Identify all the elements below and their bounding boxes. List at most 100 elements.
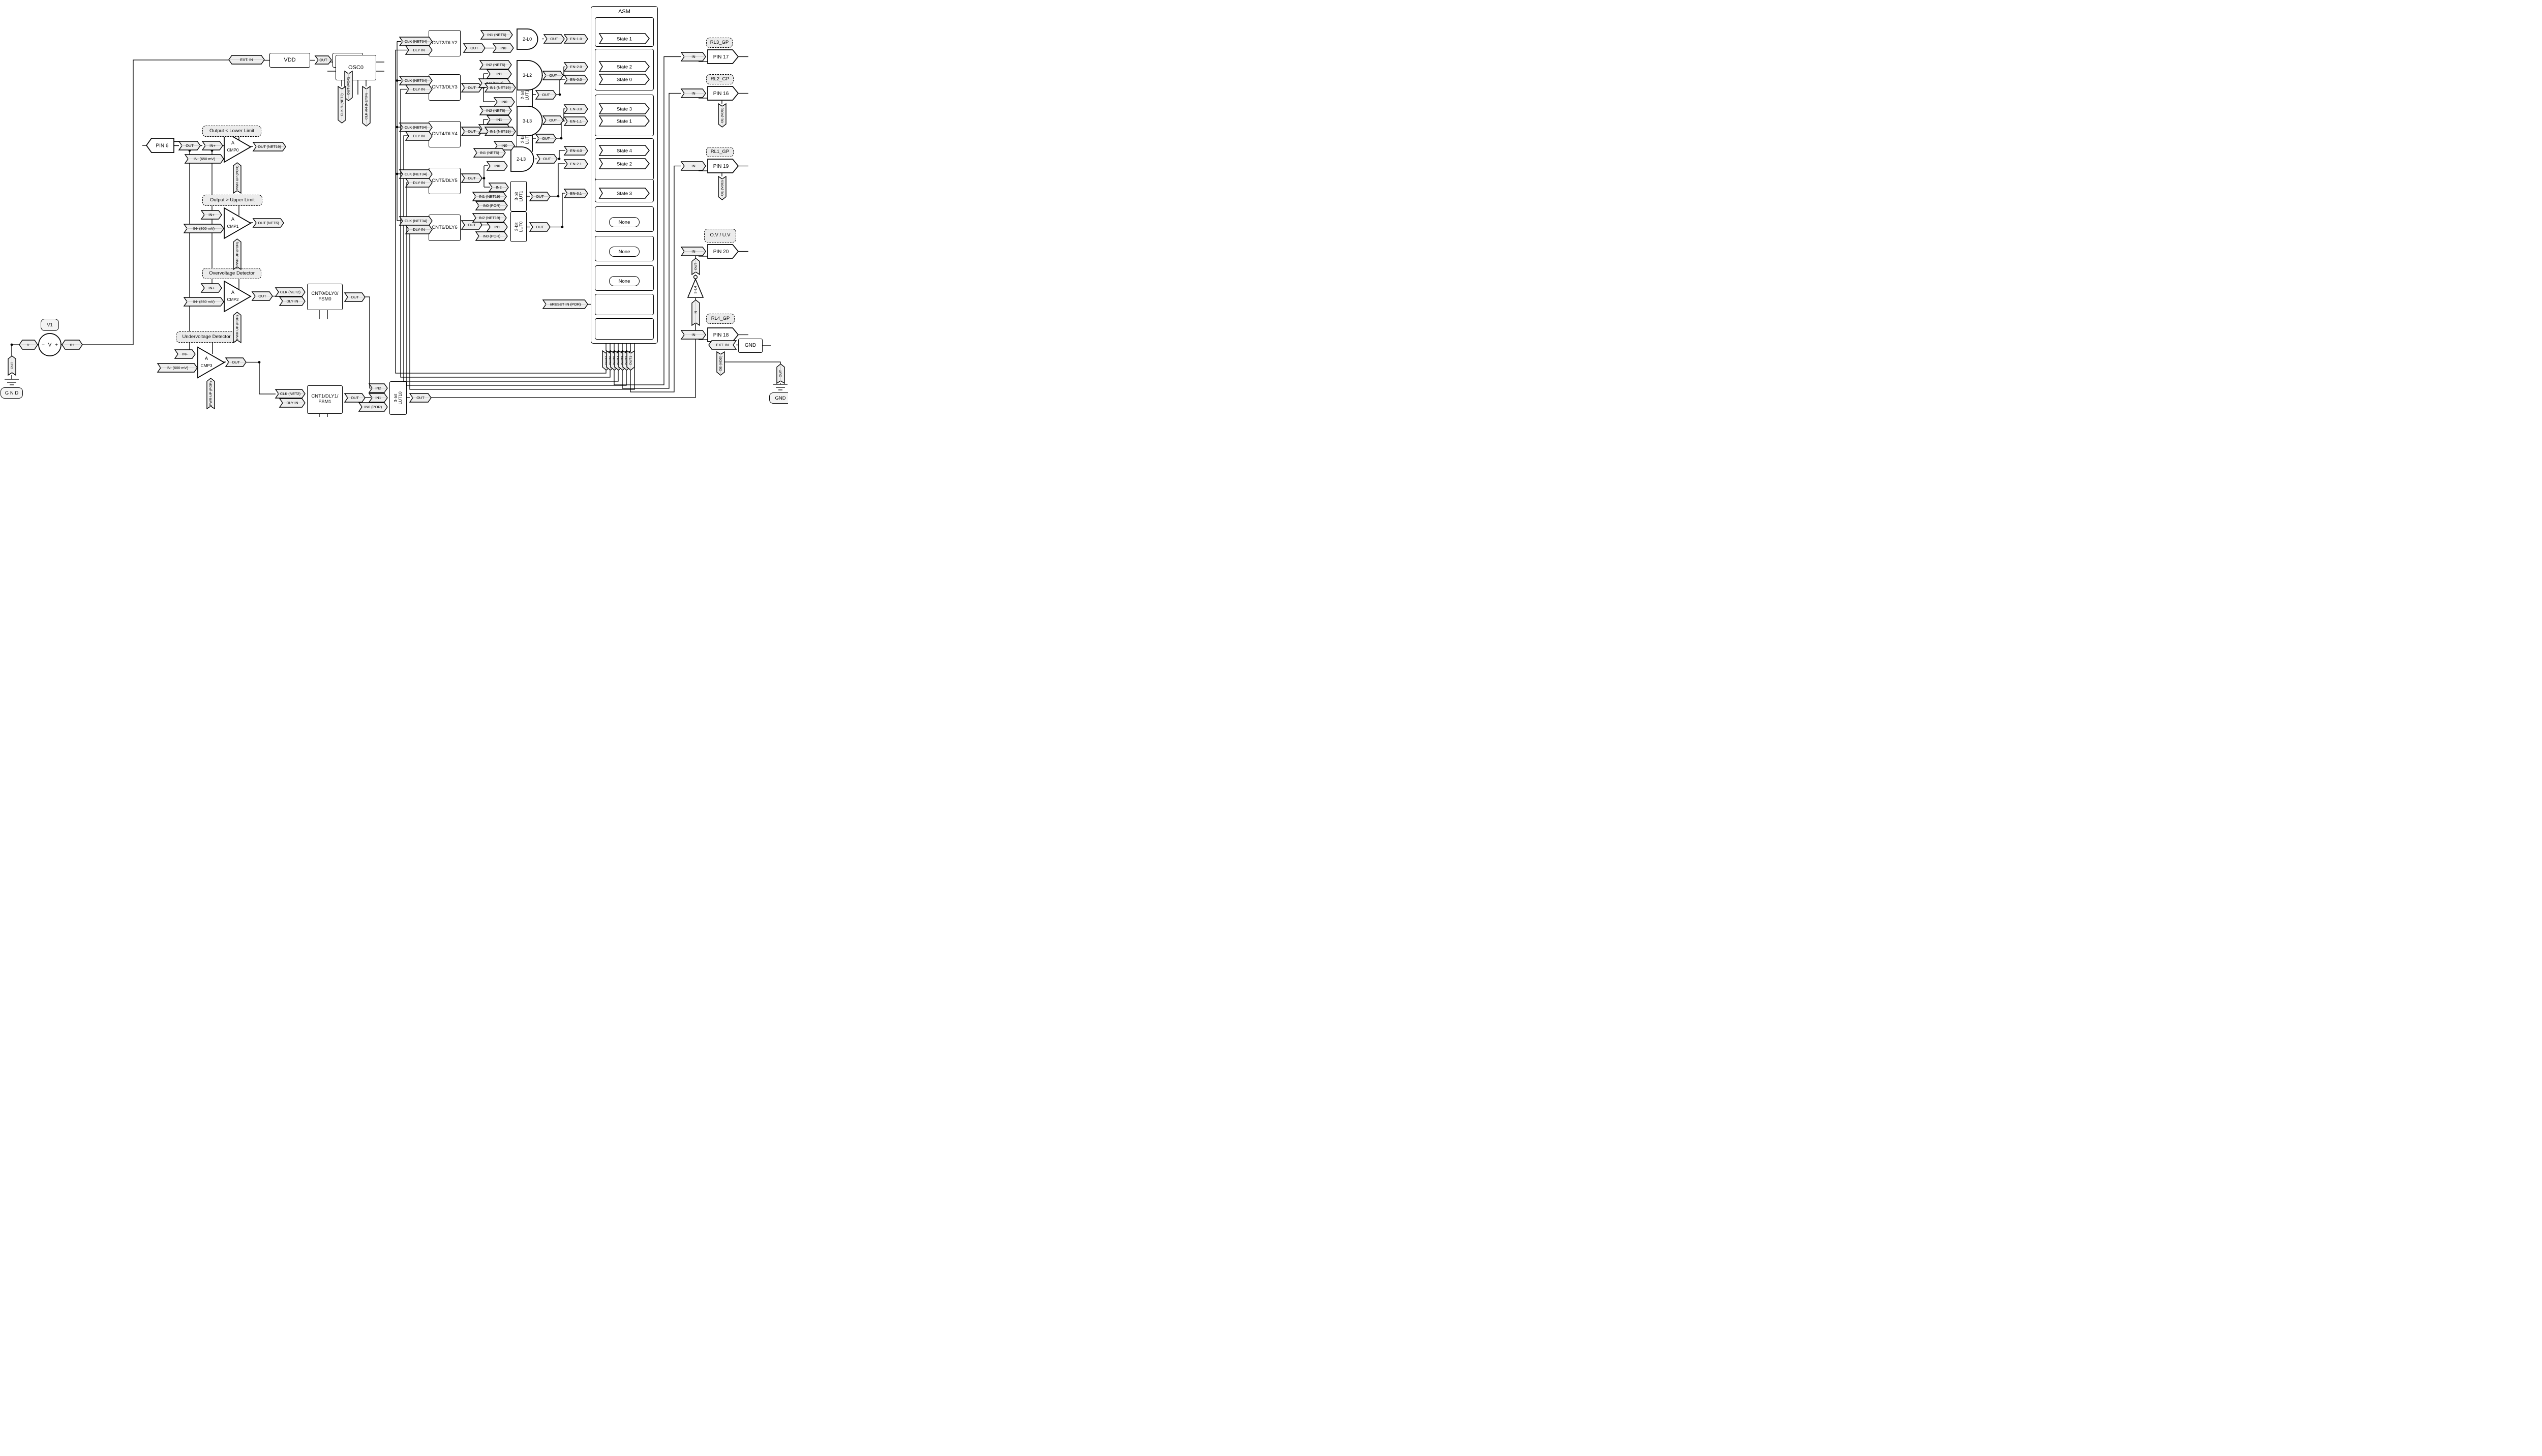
- 2l3-in0-tag[interactable]: IN0: [486, 161, 508, 171]
- gnd-right-out-tag[interactable]: OUT: [776, 363, 785, 384]
- cmp2-pwr-up-tag[interactable]: PWR UP (POR): [232, 312, 241, 344]
- en-3-1-tag[interactable]: EN-3.1: [563, 188, 588, 198]
- lut0-in0-tag[interactable]: IN0 (POR): [475, 231, 508, 241]
- asm-out1-tag[interactable]: OUT1: [626, 350, 635, 371]
- lut10-in0-tag[interactable]: IN0 (POR): [358, 402, 388, 412]
- pin19-oe-tag[interactable]: OE (VDD): [717, 175, 727, 200]
- pin18-in-tag[interactable]: IN: [680, 330, 706, 340]
- cnt6-block[interactable]: CNT6/DLY6: [429, 215, 461, 241]
- en-1-0-tag[interactable]: EN-1.0: [563, 34, 588, 44]
- 3lut1-in2-tag[interactable]: IN2: [488, 182, 509, 192]
- pin16-in-tag[interactable]: IN: [680, 88, 706, 98]
- callout-ov-uv[interactable]: O.V / U.V: [704, 229, 736, 242]
- callout-upper-limit[interactable]: Output > Upper Limit: [202, 195, 262, 206]
- cnt5-clk-tag[interactable]: CLK (NET34): [399, 169, 433, 179]
- pin18-oe-tag[interactable]: OE (VDD): [716, 351, 725, 376]
- ext-in-top-tag[interactable]: EXT. IN: [228, 55, 265, 65]
- cnt4-dly-tag[interactable]: DLY IN: [405, 131, 433, 141]
- lut2-in0-tag[interactable]: IN0: [493, 140, 515, 150]
- asm-transition-4-0[interactable]: State 3: [598, 188, 650, 199]
- v1-label[interactable]: V1: [41, 319, 59, 331]
- cnt1-dly-tag[interactable]: DLY IN: [279, 398, 306, 408]
- gate-2-l3[interactable]: 2-L3: [510, 146, 539, 172]
- pin16-oe-tag[interactable]: OE (VDD): [717, 103, 727, 128]
- cnt6-clk-tag[interactable]: CLK (NET34): [399, 216, 433, 226]
- callout-lower-limit[interactable]: Output < Lower Limit: [202, 126, 261, 137]
- lut0-out-tag[interactable]: OUT: [529, 222, 551, 232]
- gnd-left-out-tag[interactable]: OUT: [7, 355, 16, 376]
- cnt2-dly-tag[interactable]: DLY IN: [405, 45, 433, 55]
- cmp1-pwr-up-tag[interactable]: PWR UP (POR): [232, 238, 241, 270]
- gate-3-l4[interactable]: 3-L4: [687, 275, 704, 298]
- asm-transition-1-1[interactable]: State 0: [598, 74, 650, 85]
- pin19-in-tag[interactable]: IN: [680, 161, 706, 171]
- en-2-0-tag[interactable]: EN-2.0: [563, 62, 588, 72]
- 2l3-in1-tag[interactable]: IN1 (NET6): [473, 147, 506, 158]
- en-0-0-tag[interactable]: EN-0.0: [563, 74, 588, 84]
- pin20-in-tag[interactable]: IN: [680, 247, 706, 256]
- vdd-out-tag[interactable]: OUT: [314, 55, 332, 65]
- cmp0-in-plus-tag[interactable]: IN+: [201, 141, 223, 150]
- asm-group-2[interactable]: [595, 95, 654, 136]
- cnt2-clk-tag[interactable]: CLK (NET34): [399, 37, 433, 46]
- gate-3-l2[interactable]: 3-L2: [517, 60, 545, 90]
- v1-source[interactable]: −V+: [38, 332, 62, 357]
- cmp3-out-tag[interactable]: OUT: [225, 357, 247, 367]
- cnt1-clk-tag[interactable]: CLK (NET2): [275, 389, 306, 399]
- l0-out-tag[interactable]: OUT: [543, 34, 565, 44]
- cnt5-dly-tag[interactable]: DLY IN: [405, 177, 433, 188]
- cnt1-out-tag[interactable]: OUT: [344, 392, 366, 403]
- pin-17[interactable]: PIN 17: [707, 49, 739, 64]
- pin-18[interactable]: PIN 18: [707, 327, 739, 342]
- cnt5-block[interactable]: CNT5/DLY5: [429, 168, 461, 194]
- cmp0-in-minus-tag[interactable]: IN- (650 mV): [184, 154, 224, 164]
- asm-transition-2-0[interactable]: State 3: [598, 103, 650, 114]
- cnt6-out-tag[interactable]: OUT: [461, 220, 482, 230]
- cmp3-pwr-up-tag[interactable]: PWR UP (POR): [206, 378, 215, 410]
- en-4-0-tag[interactable]: EN-4.0: [563, 145, 588, 156]
- lut10-in2-tag[interactable]: IN2: [368, 383, 388, 393]
- callout-overvoltage[interactable]: Overvoltage Detector: [202, 268, 261, 279]
- cnt4-clk-tag[interactable]: CLK (NET34): [399, 122, 433, 132]
- osc-clk64-tag[interactable]: CLK /64 (NET34): [361, 85, 371, 127]
- cnt3-out-tag[interactable]: OUT: [461, 82, 482, 93]
- cmp1-out-tag[interactable]: OUT (NET6): [252, 218, 284, 228]
- 3lut1-in1-tag[interactable]: IN1 (NET19): [472, 191, 507, 201]
- cmp1-in-plus-tag[interactable]: IN+: [200, 210, 222, 220]
- cmp0-out-tag[interactable]: OUT (NET19): [252, 142, 286, 151]
- osc0-block[interactable]: OSC0: [336, 55, 376, 80]
- cnt2-out-tag[interactable]: OUT: [463, 43, 486, 53]
- cnt4-block[interactable]: CNT4/DLY4: [429, 121, 461, 147]
- asm-transition-3-0[interactable]: State 4: [598, 145, 650, 156]
- cnt0-dly-tag[interactable]: DLY IN: [279, 296, 306, 306]
- 3lut1-in0-tag[interactable]: IN0 (POR): [475, 200, 508, 210]
- cmp0-pwr-up-tag[interactable]: PWR UP (POR): [232, 162, 241, 194]
- pin-6[interactable]: PIN 6: [145, 138, 174, 153]
- pin-16[interactable]: PIN 16: [707, 86, 739, 101]
- cnt3-block[interactable]: CNT3/DLY3: [429, 74, 461, 101]
- lut1-out-tag[interactable]: OUT: [535, 89, 557, 100]
- cmp3-in-plus-tag[interactable]: IN+: [174, 349, 196, 359]
- callout-rl2-gp[interactable]: RL2_GP: [706, 74, 734, 84]
- pin-19[interactable]: PIN 19: [707, 159, 739, 173]
- l2-in1-tag[interactable]: IN1: [486, 69, 512, 79]
- cnt3-clk-tag[interactable]: CLK (NET34): [399, 76, 433, 85]
- l3-in2-tag[interactable]: IN2 (NET6): [479, 105, 512, 115]
- callout-undervoltage[interactable]: Undervoltage Detector: [176, 331, 237, 343]
- vdd-block[interactable]: VDD: [269, 53, 310, 68]
- asm-transition-0-0[interactable]: State 1: [598, 33, 650, 44]
- gnd-left-label[interactable]: G N D: [1, 387, 23, 399]
- cnt0-block[interactable]: CNT0/DLY0/FSM0: [307, 284, 343, 310]
- ext-in-bottom-tag[interactable]: EXT. IN: [708, 340, 737, 350]
- v1-n-plus-tag[interactable]: n+: [62, 340, 83, 350]
- pin17-in-tag[interactable]: IN: [680, 52, 706, 62]
- en-3-0-tag[interactable]: EN-3.0: [563, 104, 588, 114]
- lut1-in0-tag[interactable]: IN0: [493, 97, 515, 107]
